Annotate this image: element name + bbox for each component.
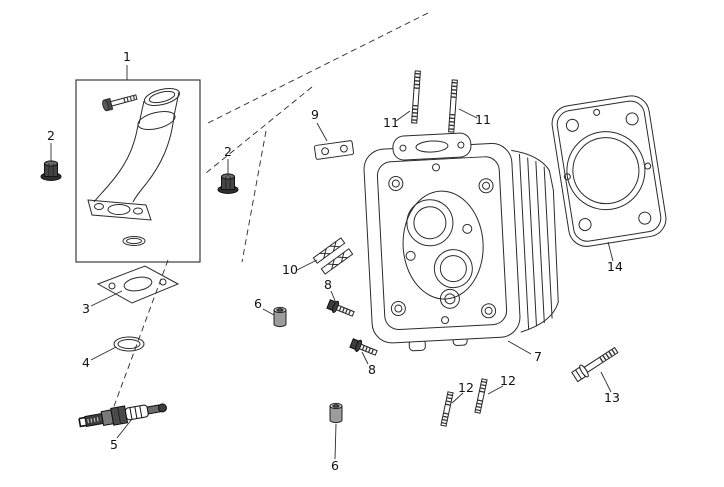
callout-13: 13 [604, 390, 620, 405]
callout-12a: 12 [458, 380, 474, 395]
part-stud-long-left [412, 71, 421, 123]
part-stud-short-right [475, 379, 487, 413]
part-nut-right [217, 173, 239, 194]
callout-2b: 2 [224, 144, 232, 159]
part-group-box [75, 79, 201, 263]
callout-10: 10 [282, 262, 298, 277]
part-flange-bolt [571, 346, 619, 383]
manifold-screw [102, 94, 138, 112]
assembly-axis-lines [105, 12, 429, 429]
callout-4: 4 [82, 355, 90, 370]
callout-11b: 11 [475, 112, 491, 127]
part-bolt-upper [324, 296, 358, 322]
part-dowel-upper [273, 306, 287, 328]
callout-2a: 2 [47, 128, 55, 143]
part-stud-long-right [449, 80, 458, 132]
callout-6b: 6 [331, 458, 339, 473]
part-stud-short-left [441, 392, 453, 426]
callout-5: 5 [110, 437, 118, 452]
part-nut-left [40, 160, 62, 181]
part-plate [313, 140, 355, 160]
callout-8a: 8 [324, 277, 332, 292]
part-cylinder-head [363, 132, 559, 352]
callout-11a: 11 [383, 115, 399, 130]
callout-7: 7 [534, 349, 542, 364]
part-dowel-lower [329, 402, 343, 424]
callout-1: 1 [123, 49, 131, 64]
callout-3: 3 [82, 301, 90, 316]
callout-9: 9 [311, 107, 319, 122]
part-stud-set [312, 237, 354, 275]
part-o-ring [113, 336, 145, 352]
callout-12b: 12 [500, 373, 516, 388]
callout-14: 14 [607, 259, 623, 274]
callout-leader-lines [50, 65, 614, 460]
part-spark-plug [78, 403, 167, 428]
part-head-gasket [551, 95, 667, 247]
callout-8b: 8 [368, 362, 376, 377]
part-intake-manifold [87, 88, 181, 246]
callout-6a: 6 [254, 296, 262, 311]
part-manifold-gasket [96, 265, 180, 304]
